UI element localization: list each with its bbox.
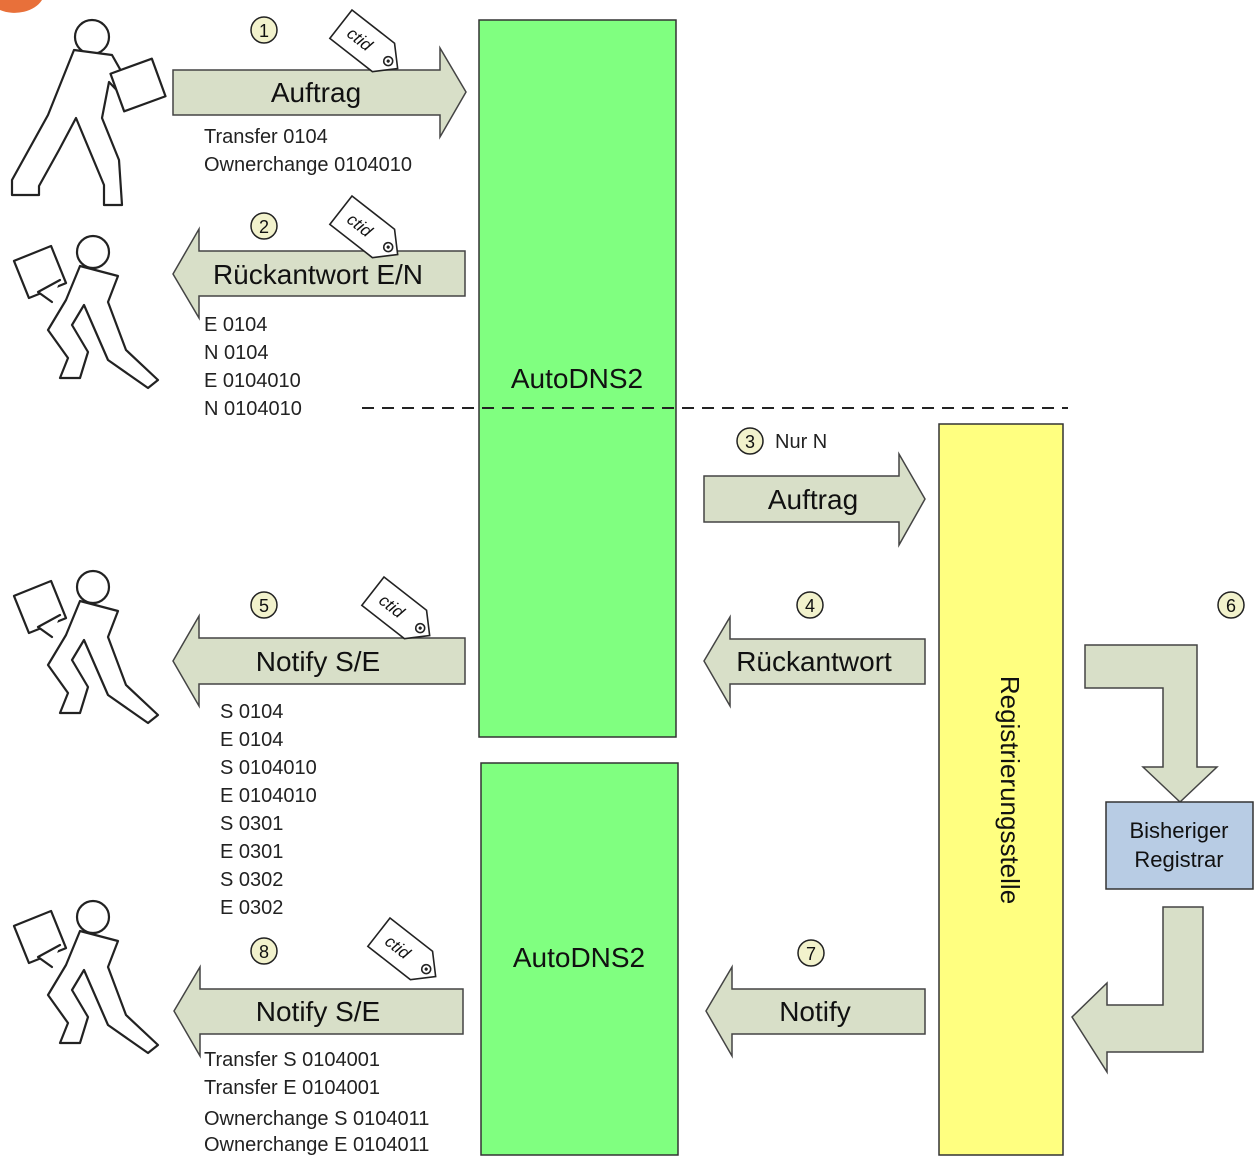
ctid-tag-5: ctid xyxy=(361,576,442,651)
step2-note: N 0104010 xyxy=(204,398,302,420)
step2-notes: E 0104 N 0104 E 0104010 N 0104010 xyxy=(204,311,302,423)
step2-note: N 0104 xyxy=(204,342,269,364)
user-figure-2 xyxy=(12,234,160,390)
step5-note: S 0104 xyxy=(220,701,284,723)
step-badge-6: 6 xyxy=(1217,591,1245,619)
autodns-box-top xyxy=(478,19,677,738)
arrow-step5 xyxy=(172,613,466,709)
registrar-label-line2: Registrar xyxy=(1134,847,1223,872)
arrow-step1 xyxy=(172,45,467,140)
step-badge-4: 4 xyxy=(796,591,824,619)
svg-text:3: 3 xyxy=(745,432,755,452)
step8-note: Ownerchange S 0104011 xyxy=(204,1108,430,1130)
corner-logo xyxy=(0,0,42,13)
step-badge-8: 8 xyxy=(250,937,278,965)
step1-note: Ownerchange 0104010 xyxy=(204,154,412,176)
step5-note: E 0104 xyxy=(220,729,284,751)
arrow-step4 xyxy=(703,614,926,709)
step5-note: E 0301 xyxy=(220,841,284,863)
user-figure-4 xyxy=(12,899,160,1055)
autodns-bottom-label: AutoDNS2 xyxy=(513,942,645,973)
svg-text:6: 6 xyxy=(1226,596,1236,616)
registrar-label-line1: Bisheriger xyxy=(1129,818,1228,843)
arrow-step3-label: Auftrag xyxy=(768,484,858,515)
step-badge-2: 2 xyxy=(250,212,278,240)
arrow-step6-down xyxy=(1084,644,1219,804)
arrow-step7-label: Notify xyxy=(779,996,851,1027)
step-badge-5: 5 xyxy=(250,591,278,619)
arrow-step3 xyxy=(703,451,926,548)
step8-notes-ownerchange: Ownerchange S 0104011 Ownerchange E 0104… xyxy=(204,1106,429,1158)
step5-note: E 0104010 xyxy=(220,785,317,807)
registrar-box xyxy=(1105,801,1254,890)
ctid-tag-2: ctid xyxy=(329,195,410,270)
step5-notes: S 0104 E 0104 S 0104010 E 0104010 S 0301… xyxy=(220,698,317,922)
step1-notes: Transfer 0104 Ownerchange 0104010 xyxy=(204,123,412,179)
ctid-tag-8: ctid xyxy=(367,917,448,992)
step8-note: Transfer S 0104001 xyxy=(204,1049,381,1071)
arrow-step2-label: Rückantwort E/N xyxy=(213,259,423,290)
arrow-step6-back xyxy=(1071,906,1204,1075)
step5-note: E 0302 xyxy=(220,897,284,919)
arrow-step7 xyxy=(705,964,926,1059)
svg-text:8: 8 xyxy=(259,942,269,962)
step5-note: S 0104010 xyxy=(220,757,317,779)
registry-box xyxy=(938,423,1064,1156)
user-figure-3 xyxy=(12,569,160,725)
svg-text:7: 7 xyxy=(806,944,816,964)
arrow-step8-label: Notify S/E xyxy=(256,996,380,1027)
step2-note: E 0104010 xyxy=(204,370,301,392)
step-badge-3: 3 xyxy=(736,427,764,455)
autodns-top-label: AutoDNS2 xyxy=(511,363,643,394)
arrow-step1-label: Auftrag xyxy=(271,77,361,108)
svg-text:5: 5 xyxy=(259,596,269,616)
svg-text:1: 1 xyxy=(259,21,269,41)
svg-text:4: 4 xyxy=(805,596,815,616)
step-badge-7: 7 xyxy=(797,939,825,967)
arrow-step5-label: Notify S/E xyxy=(256,646,380,677)
step8-notes: Transfer S 0104001 Transfer E 0104001 xyxy=(204,1046,380,1102)
step1-note: Transfer 0104 xyxy=(204,126,328,148)
ctid-tag-1: ctid xyxy=(329,9,410,84)
autodns-box-bottom xyxy=(480,762,679,1156)
arrow-step4-label: Rückantwort xyxy=(736,646,892,677)
step8-note: Transfer E 0104001 xyxy=(204,1077,381,1099)
arrow-step8 xyxy=(173,964,464,1059)
step5-note: S 0301 xyxy=(220,813,284,835)
step2-note: E 0104 xyxy=(204,314,268,336)
step5-note: S 0302 xyxy=(220,869,284,891)
step3-note: Nur N xyxy=(775,431,827,453)
step8-note: Ownerchange E 0104011 xyxy=(204,1134,430,1156)
registry-label: Registrierungsstelle xyxy=(995,676,1025,904)
svg-text:2: 2 xyxy=(259,217,269,237)
user-figure-1 xyxy=(10,18,167,207)
step-badge-1: 1 xyxy=(250,16,278,44)
